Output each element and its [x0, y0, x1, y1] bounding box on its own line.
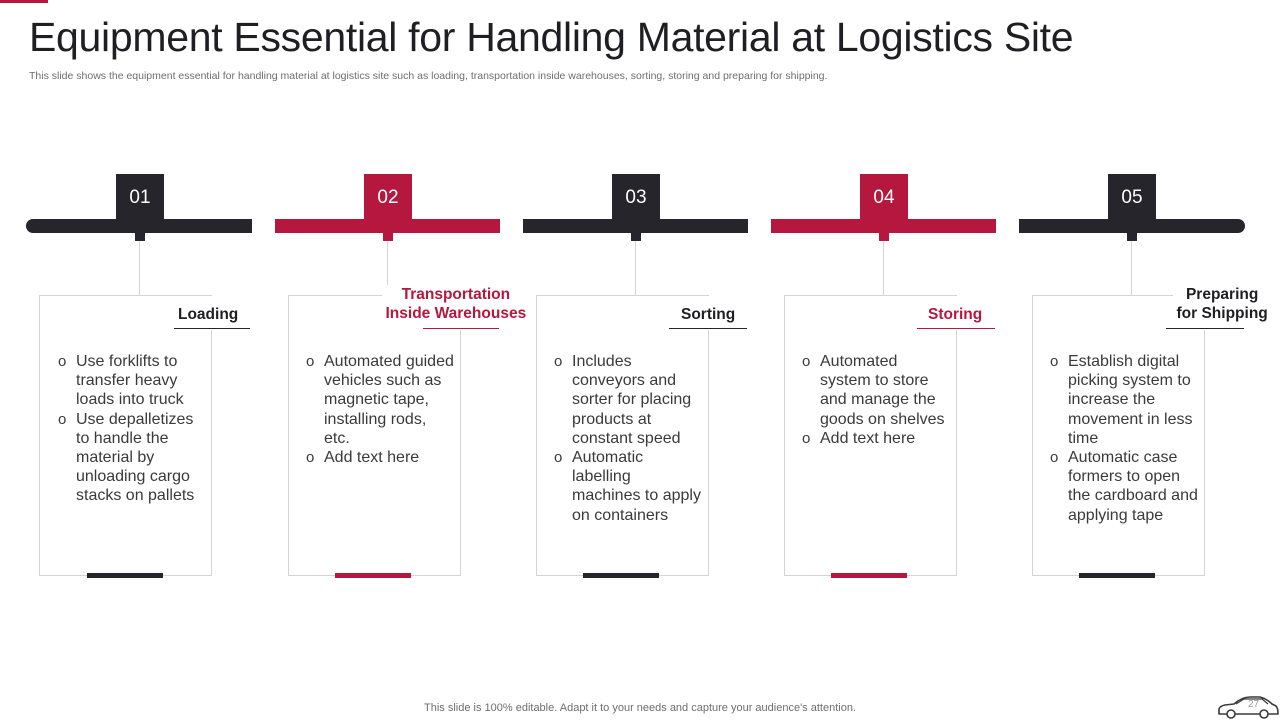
step-frame-right: [211, 330, 212, 576]
connector-line: [387, 241, 388, 296]
circle-bullet-icon: o: [802, 429, 811, 447]
step-heading: Storing: [924, 305, 987, 324]
circle-bullet-icon: o: [1050, 353, 1059, 370]
step-bottom-bar: [1079, 573, 1155, 578]
step-heading: Transportation Inside Warehouses: [381, 285, 531, 323]
step-heading: Preparing for Shipping: [1172, 285, 1272, 323]
timeline-bar: [26, 219, 252, 233]
step-bottom-bar: [87, 573, 163, 578]
circle-bullet-icon: o: [554, 353, 563, 370]
step-heading-line-1: Preparing: [1185, 286, 1259, 303]
circle-bullet-icon: o: [58, 353, 67, 370]
step-bottom-bar: [335, 573, 411, 578]
circle-bullet-icon: o: [306, 449, 315, 467]
step-heading-text: Sorting: [681, 306, 736, 323]
step-frame-right: [956, 330, 957, 576]
step-heading-line-2: Inside Warehouses: [385, 305, 527, 322]
timeline-bar: [1019, 219, 1245, 233]
step-bottom-bar: [583, 573, 659, 578]
step-frame-right: [1204, 330, 1205, 576]
step-heading-text: Storing: [928, 306, 983, 323]
step-heading-line-1: Transportation: [401, 286, 511, 303]
step-frame: [39, 295, 212, 576]
step-frame: [288, 295, 461, 576]
connector-line: [1131, 241, 1132, 296]
step-frame: [784, 295, 957, 576]
step-number-box: 05: [1108, 174, 1156, 222]
step-heading: Loading: [174, 305, 243, 324]
timeline-bar: [275, 219, 500, 233]
step-heading-text: Loading: [178, 306, 239, 323]
heading-underline: [423, 328, 499, 329]
timeline-bar: [771, 219, 996, 233]
circle-bullet-icon: o: [306, 353, 315, 370]
connector-square: [383, 231, 393, 241]
step-frame: [1032, 295, 1205, 576]
circle-bullet-icon: o: [802, 353, 811, 370]
step-number-box: 03: [612, 174, 660, 222]
page-number: 27: [1248, 699, 1260, 710]
slide-footer: This slide is 100% editable. Adapt it to…: [424, 702, 856, 714]
connector-square: [631, 231, 641, 241]
connector-line: [883, 241, 884, 296]
connector-square: [1127, 231, 1137, 241]
connector-square: [879, 231, 889, 241]
car-outline-icon: [1218, 696, 1279, 719]
circle-bullet-icon: o: [58, 410, 67, 428]
step-number-box: 02: [364, 174, 412, 222]
heading-underline: [174, 328, 250, 329]
top-accent-bar: [0, 0, 48, 3]
slide-title: Equipment Essential for Handling Materia…: [29, 14, 1074, 60]
connector-square: [135, 231, 145, 241]
circle-bullet-icon: o: [1050, 449, 1059, 467]
step-heading: Sorting: [677, 305, 740, 324]
step-number-box: 04: [860, 174, 908, 222]
heading-underline: [917, 328, 995, 329]
heading-underline: [1166, 328, 1244, 329]
heading-underline: [669, 328, 747, 329]
slide-subtitle: This slide shows the equipment essential…: [29, 70, 828, 82]
step-heading-line-2: for Shipping: [1176, 305, 1268, 322]
step-frame-right: [708, 330, 709, 576]
connector-line: [139, 241, 140, 296]
circle-bullet-icon: o: [554, 449, 563, 467]
connector-line: [635, 241, 636, 296]
step-bottom-bar: [831, 573, 907, 578]
step-frame-right: [460, 330, 461, 576]
timeline-bar: [523, 219, 748, 233]
step-frame: [536, 295, 709, 576]
step-number-box: 01: [116, 174, 164, 222]
